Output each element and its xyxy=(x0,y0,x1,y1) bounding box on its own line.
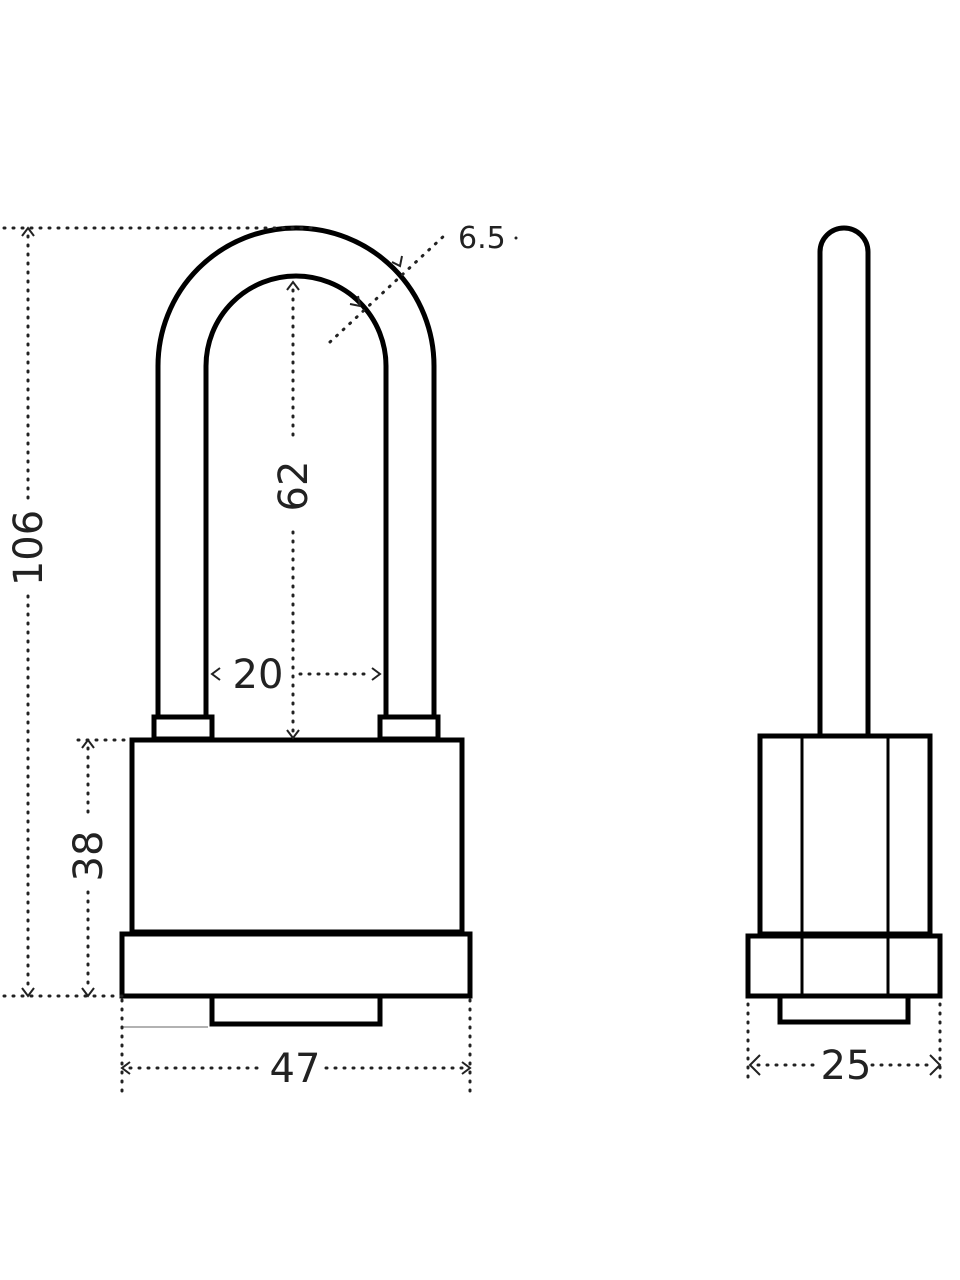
shackle-outer xyxy=(155,225,437,718)
dimensions: 106 38 62 20 6.5 47 25 xyxy=(2,221,942,1094)
side-key-cylinder xyxy=(777,993,911,1025)
key-cylinder xyxy=(209,993,383,1027)
dim-body-height: 38 xyxy=(66,831,112,882)
lock-base xyxy=(119,931,473,999)
shackle-collar-left xyxy=(151,714,215,742)
dim-shackle-diameter: 6.5 xyxy=(458,221,506,256)
side-body xyxy=(757,733,933,937)
side-base xyxy=(745,933,943,999)
dim-body-width: 47 xyxy=(270,1046,321,1092)
front-view xyxy=(119,225,473,1028)
dim-shackle-clearance: 62 xyxy=(271,461,317,512)
dim-overall-height: 106 xyxy=(6,510,52,586)
shackle-inner xyxy=(203,273,389,718)
lock-body xyxy=(129,737,465,935)
side-shackle xyxy=(817,225,871,736)
dim-shackle-inner-width: 20 xyxy=(233,652,284,698)
shackle-collar-right xyxy=(377,714,441,742)
side-view xyxy=(745,225,943,1025)
dim-body-depth: 25 xyxy=(821,1043,872,1089)
